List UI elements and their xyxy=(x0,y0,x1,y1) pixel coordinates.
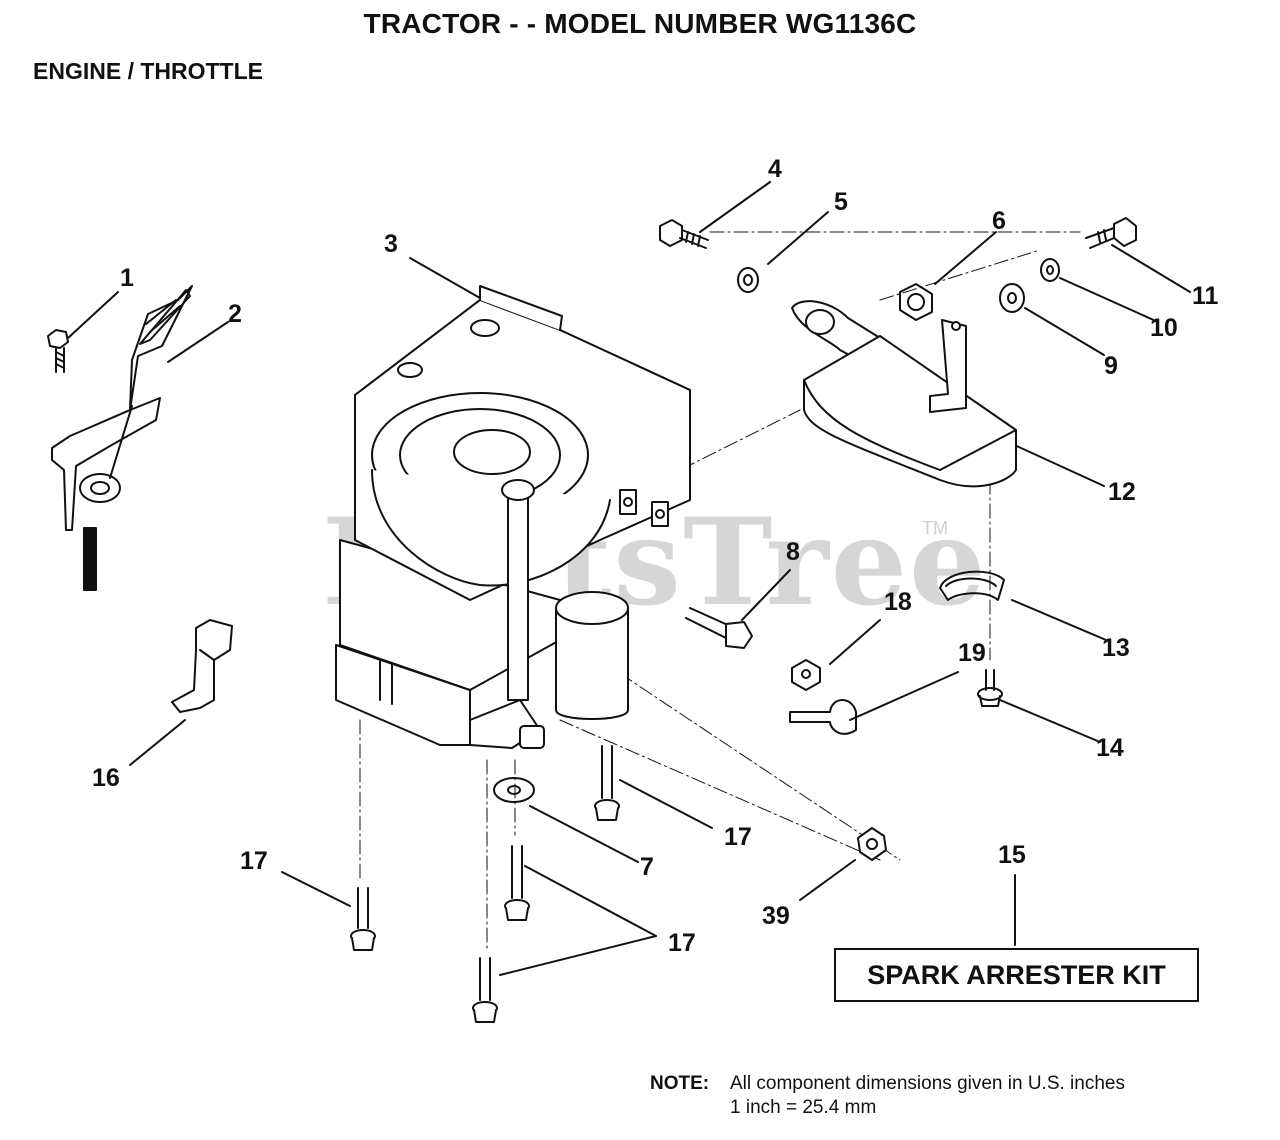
spark-arrester-kit-label: SPARK ARRESTER KIT xyxy=(867,959,1166,990)
callout-16: 16 xyxy=(92,764,120,792)
part-13-screen xyxy=(939,570,1005,601)
callout-17: 17 xyxy=(668,929,696,957)
callout-19: 19 xyxy=(958,639,986,667)
note-line-2: 1 inch = 25.4 mm xyxy=(730,1097,877,1118)
part-2-throttle-control xyxy=(51,285,193,591)
callout-8: 8 xyxy=(786,538,800,566)
part-17-bolts xyxy=(350,745,620,1023)
callout-15: 15 xyxy=(998,841,1026,869)
alignment-lines xyxy=(359,231,1081,951)
part-11-bolt xyxy=(1085,217,1137,249)
callout-13: 13 xyxy=(1102,634,1130,662)
part-14-screw xyxy=(977,669,1003,707)
part-3-engine xyxy=(335,285,691,749)
section-title: ENGINE / THROTTLE xyxy=(33,58,263,84)
callout-39: 39 xyxy=(762,902,790,930)
note-line-1: All component dimensions given in U.S. i… xyxy=(730,1073,1125,1094)
part-10-washer xyxy=(1040,258,1060,282)
part-6-gasket xyxy=(899,283,933,321)
part-16-bracket xyxy=(171,619,233,713)
callout-18: 18 xyxy=(884,588,912,616)
part-1-bolt xyxy=(47,329,69,373)
part-8-bolt xyxy=(685,607,753,649)
callout-7: 7 xyxy=(640,853,654,881)
dimension-note: NOTE: All component dimensions given in U… xyxy=(650,1073,1125,1118)
part-5-washer xyxy=(737,267,759,293)
part-18-nut xyxy=(791,659,821,691)
callout-12: 12 xyxy=(1108,478,1136,506)
callout-3: 3 xyxy=(384,230,398,258)
callout-10: 10 xyxy=(1150,314,1178,342)
leader-lines xyxy=(67,181,1191,976)
part-39-nut xyxy=(857,827,887,861)
part-4-bolt xyxy=(659,219,709,249)
part-19-clamp xyxy=(789,699,857,735)
callout-2: 2 xyxy=(228,300,242,328)
callout-1: 1 xyxy=(120,264,134,292)
part-7-star-washer xyxy=(493,777,535,803)
callout-17: 17 xyxy=(240,847,268,875)
part-12-muffler xyxy=(803,319,1017,488)
note-label: NOTE: xyxy=(650,1073,710,1094)
callout-5: 5 xyxy=(834,188,848,216)
callout-6: 6 xyxy=(992,207,1006,235)
diagram-title: TRACTOR - - MODEL NUMBER WG1136C xyxy=(363,8,917,39)
callout-17: 17 xyxy=(724,823,752,851)
callout-9: 9 xyxy=(1104,352,1118,380)
callout-11: 11 xyxy=(1192,282,1219,310)
spark-arrester-kit-box: SPARK ARRESTER KIT xyxy=(834,948,1199,1002)
callout-4: 4 xyxy=(768,155,782,183)
watermark-trademark: TM xyxy=(922,518,948,538)
part-9-washer xyxy=(999,283,1025,313)
callout-14: 14 xyxy=(1096,734,1124,762)
